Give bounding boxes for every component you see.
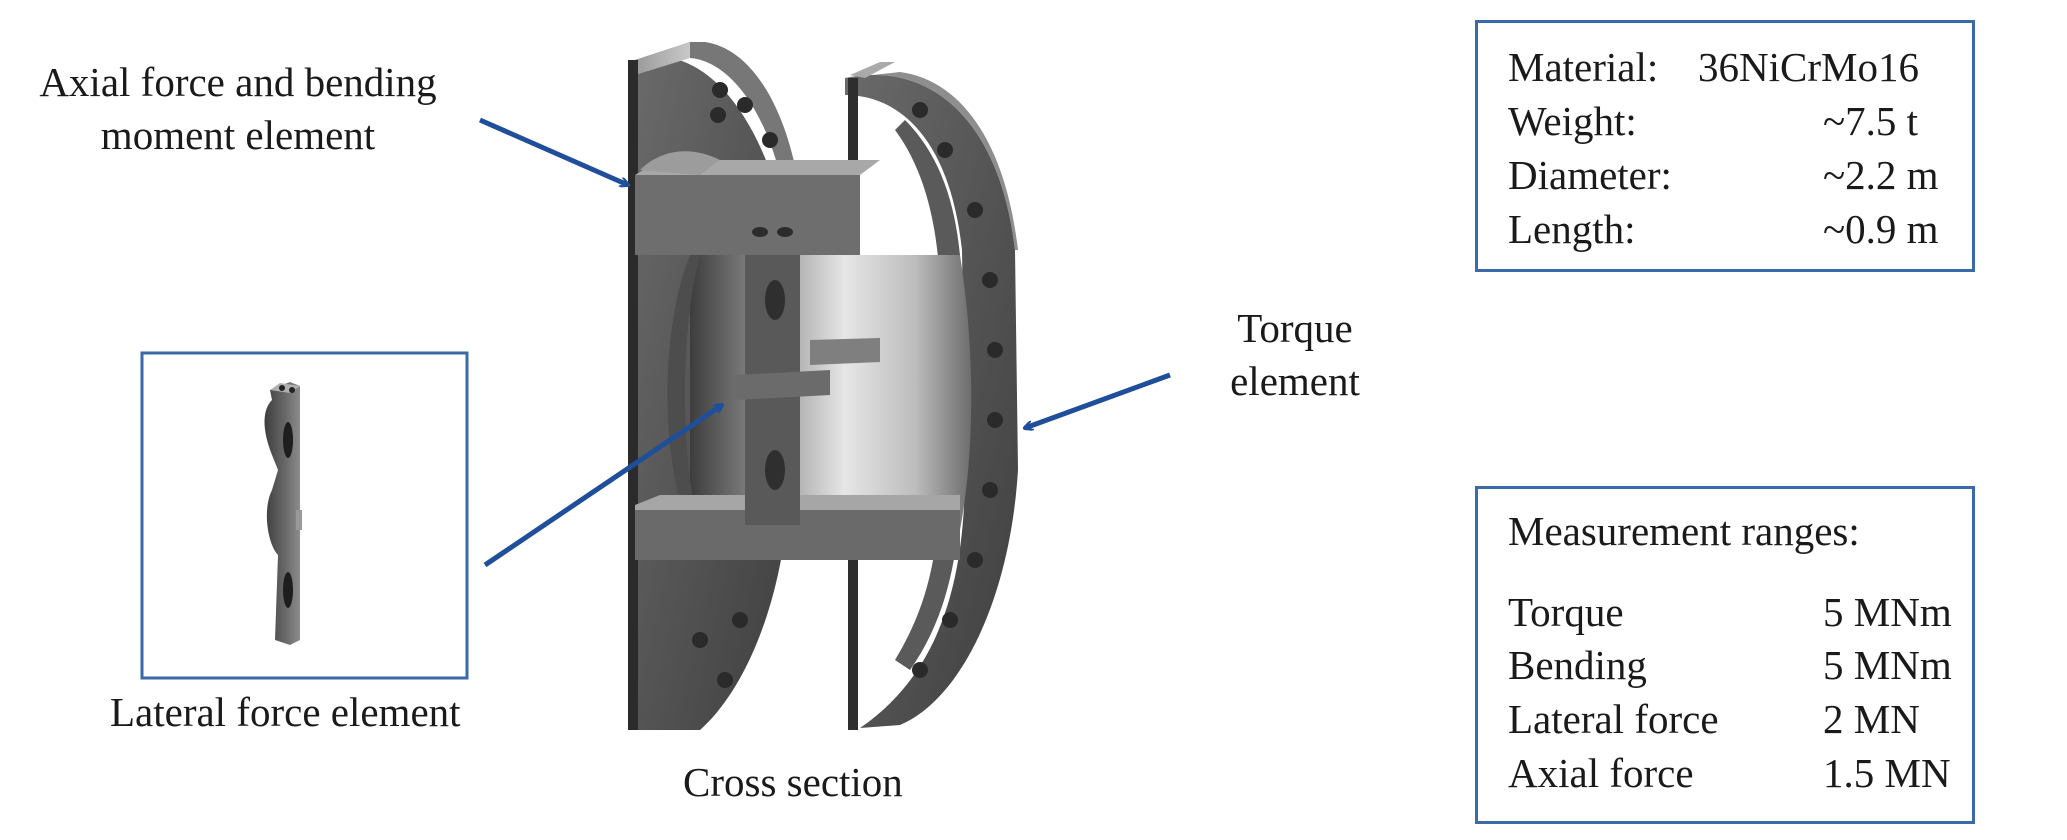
range-label: Axial force	[1508, 750, 1694, 796]
spec-value: ~0.9 m	[1823, 206, 1939, 252]
spec-label: Length:	[1508, 206, 1636, 252]
range-value: 5 MNm	[1823, 642, 1952, 688]
spec-value: ~2.2 m	[1823, 152, 1939, 198]
top-cut-face	[635, 151, 880, 255]
label-torque-line2: element	[1230, 358, 1360, 404]
range-value: 5 MNm	[1823, 589, 1952, 635]
label-torque-line1: Torque	[1237, 305, 1353, 351]
range-value: 1.5 MN	[1823, 750, 1951, 796]
range-label: Lateral force	[1508, 696, 1719, 742]
label-axial-bending-line1: Axial force and bending	[39, 59, 437, 105]
bolt-holes	[692, 82, 1003, 688]
ranges-box: Measurement ranges: Torque 5 MNm Bending…	[1475, 486, 1975, 824]
coupling-cross-section	[628, 42, 1018, 731]
spec-label: Weight:	[1508, 98, 1637, 144]
specs-box: Material: 36NiCrMo16 Weight: ~7.5 t Diam…	[1475, 20, 1975, 272]
arrow-torque	[1025, 372, 1171, 428]
label-torque: Torque element	[1215, 302, 1375, 408]
spec-value: ~7.5 t	[1823, 98, 1919, 144]
spec-label: Diameter:	[1508, 152, 1672, 198]
spec-value: 36NiCrMo16	[1698, 44, 1919, 90]
arrows	[478, 117, 1171, 568]
range-label: Torque	[1508, 589, 1624, 635]
label-cross-section: Cross section	[683, 759, 903, 805]
lateral-element-part	[264, 382, 302, 645]
ranges-title: Measurement ranges:	[1508, 508, 1860, 554]
arrow-lateral	[483, 405, 722, 568]
range-value: 2 MN	[1823, 696, 1920, 742]
spec-label: Material:	[1508, 44, 1659, 90]
label-axial-bending: Axial force and bending moment element	[18, 56, 458, 162]
lateral-element-inset	[140, 351, 469, 680]
internal-lateral-element	[735, 255, 880, 525]
range-label: Bending	[1508, 642, 1647, 688]
label-axial-bending-line2: moment element	[100, 112, 376, 158]
arrow-axial-bending	[478, 117, 628, 185]
label-lateral-force-element: Lateral force element	[110, 689, 461, 735]
